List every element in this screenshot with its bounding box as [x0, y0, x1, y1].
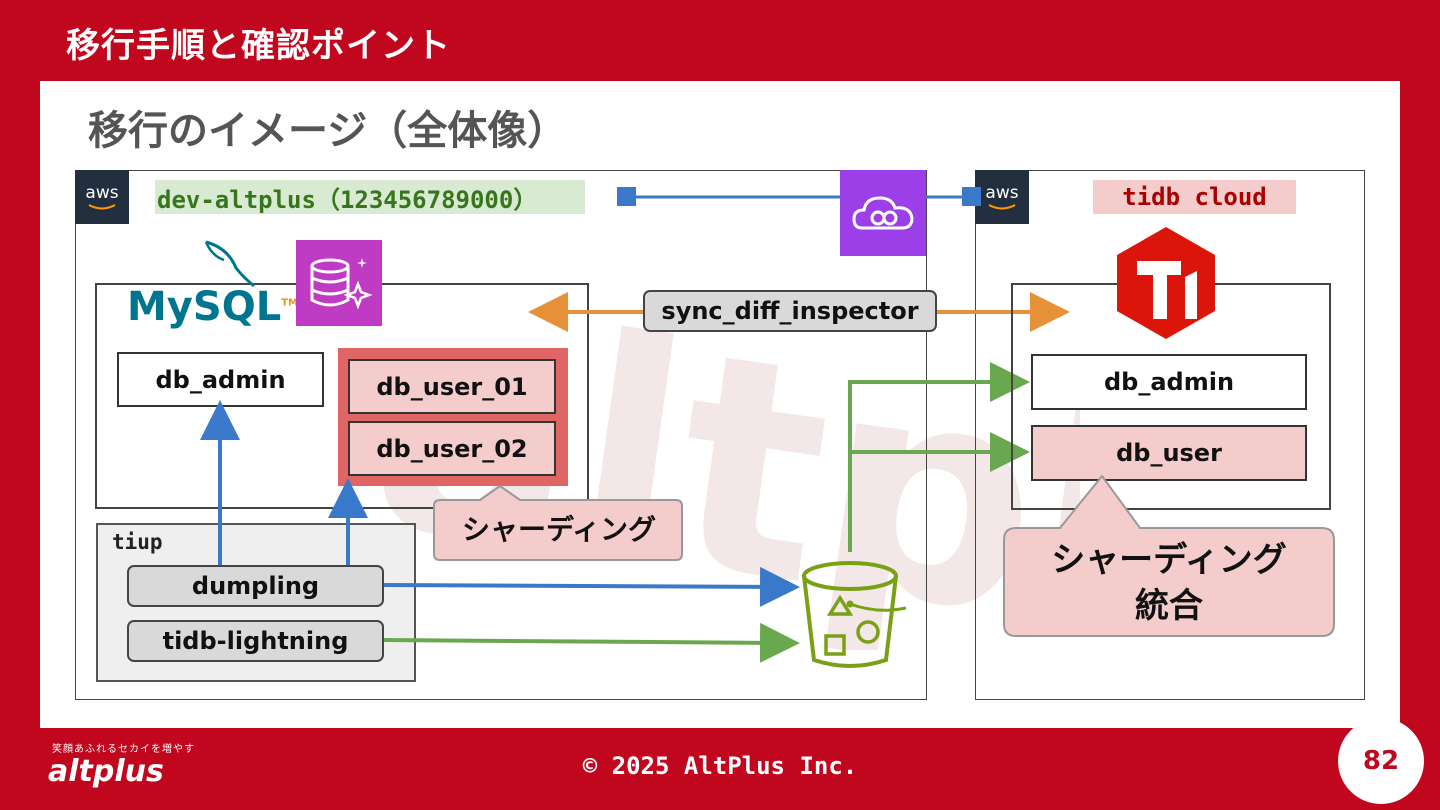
aurora-database-icon [296, 240, 382, 326]
mysql-logo: MySQLTM [127, 284, 298, 330]
aws-logo-text: aws [985, 183, 1019, 203]
mysql-db-user-02: db_user_02 [348, 421, 556, 476]
aws-logo-icon: aws [75, 170, 129, 224]
header-title: 移行手順と確認ポイント [66, 26, 451, 66]
mysql-logo-text: MySQL [127, 284, 282, 330]
aws-smile-icon [988, 204, 1016, 210]
sharding-merge-callout-shape [1003, 474, 1335, 637]
copyright: © 2025 AltPlus Inc. [582, 752, 858, 780]
mysql-db-user-01: db_user_01 [348, 359, 556, 414]
mysql-dolphin-icon [204, 240, 255, 288]
slide-subtitle: 移行のイメージ（全体像） [88, 108, 568, 154]
aws-logo-text: aws [85, 183, 119, 203]
tidb-db-user: db_user [1031, 425, 1307, 481]
tidb-lightning-tool: tidb-lightning [127, 620, 384, 662]
aws-smile-icon [88, 204, 116, 210]
sharding-merge-line-1: シャーディング [1051, 540, 1287, 580]
aws-logo-icon-right: aws [975, 170, 1029, 224]
aws-account-frame-left [75, 170, 927, 700]
s3-bucket-icon [802, 561, 907, 668]
sharding-merge-line-2: 統合 [1135, 586, 1203, 626]
sharding-merge-callout: シャーディング 統合 [1004, 537, 1334, 629]
aws-account-frame-right [975, 170, 1365, 700]
sharding-callout: シャーディング [461, 513, 657, 546]
privatelink-service-icon [840, 170, 926, 256]
dumpling-tool: dumpling [127, 565, 384, 607]
mysql-logo-trademark: TM [281, 297, 298, 309]
altplus-logo-text: altplus [48, 754, 164, 789]
tiup-label: tiup [112, 530, 163, 554]
sync-diff-inspector-tool: sync_diff_inspector [643, 290, 937, 332]
account-name-right: tidb cloud [1093, 180, 1296, 214]
sharding-callout-shape [433, 484, 683, 561]
mysql-db-admin: db_admin [117, 352, 324, 407]
account-name-left: dev-altplus（123456789000） [155, 180, 585, 214]
tidb-db-admin: db_admin [1031, 354, 1307, 410]
altplus-logo-tagline: 笑顔あふれるセカイを増やす [52, 744, 195, 755]
altplus-logo: 笑顔あふれるセカイを増やす altplus [48, 740, 195, 789]
tidb-logo-icon [1117, 227, 1215, 339]
page-number: 82 [1338, 718, 1424, 804]
